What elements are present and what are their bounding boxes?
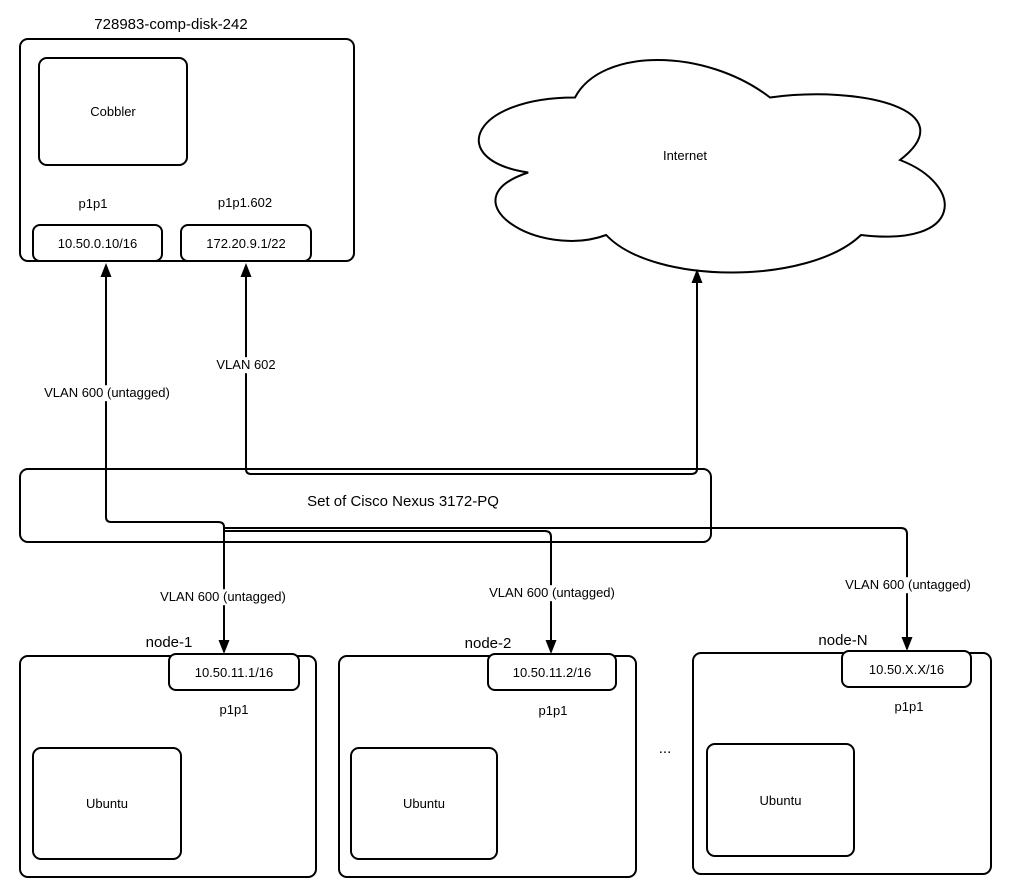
- nodeN-os-label: Ubuntu: [759, 792, 802, 808]
- node1-iface-label: p1p1: [219, 702, 249, 718]
- node2-ip-box: 10.50.11.2/16: [487, 653, 617, 691]
- node2-title: node-2: [464, 635, 512, 652]
- edge-label-node1: VLAN 600 (untagged): [157, 589, 289, 605]
- node2-os-box: Ubuntu: [350, 747, 498, 860]
- edge-label-node2: VLAN 600 (untagged): [486, 585, 618, 601]
- node2-os-label: Ubuntu: [403, 796, 445, 811]
- cobbler-vm-box: Cobbler: [38, 57, 188, 166]
- node1-os-label: Ubuntu: [86, 796, 128, 811]
- cobbler-host-title: 728983-comp-disk-242: [94, 16, 248, 33]
- node1-ip-box: 10.50.11.1/16: [168, 653, 300, 691]
- internet-label: Internet: [662, 148, 708, 164]
- edge-label-nodeN: VLAN 600 (untagged): [842, 577, 974, 593]
- nodeN-ip: 10.50.X.X/16: [868, 661, 945, 677]
- cobbler-vm-label: Cobbler: [90, 104, 136, 119]
- edge-label-vlan602: VLAN 602: [213, 357, 279, 373]
- cobbler-ip-p1p1: 10.50.0.10/16: [57, 235, 138, 251]
- cobbler-if1-label: p1p1: [78, 196, 108, 212]
- cobbler-ip-box-p1p1: 10.50.0.10/16: [32, 224, 163, 262]
- node1-os-box: Ubuntu: [32, 747, 182, 860]
- nodeN-title: node-N: [818, 632, 868, 649]
- ellipsis-more-nodes: ...: [658, 740, 672, 757]
- cobbler-ip-p1p1-602: 172.20.9.1/22: [206, 235, 286, 251]
- edge-label-cobbler-uplink: VLAN 600 (untagged): [41, 385, 173, 401]
- nodeN-iface-label: p1p1: [894, 699, 924, 715]
- node2-iface-label: p1p1: [538, 703, 568, 719]
- cobbler-if2-label: p1p1.602: [217, 195, 273, 211]
- switch-label: Set of Cisco Nexus 3172-PQ: [307, 493, 499, 510]
- nodeN-ip-box: 10.50.X.X/16: [841, 650, 972, 688]
- cobbler-ip-box-p1p1-602: 172.20.9.1/22: [180, 224, 312, 262]
- node1-ip: 10.50.11.1/16: [194, 664, 274, 680]
- nodeN-os-box: Ubuntu: [706, 743, 855, 857]
- node2-ip: 10.50.11.2/16: [512, 664, 592, 680]
- node1-title: node-1: [145, 634, 193, 651]
